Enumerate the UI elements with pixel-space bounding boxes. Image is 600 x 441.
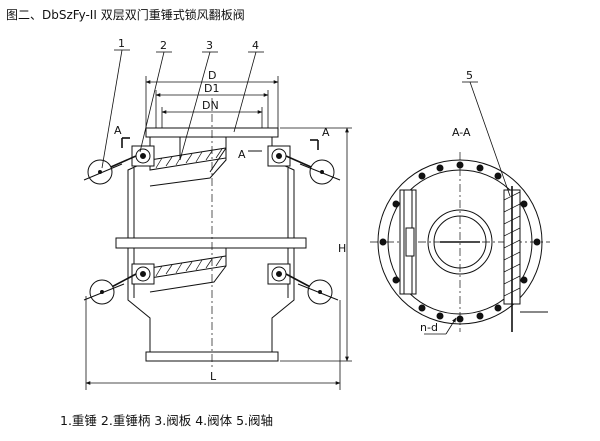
dim-d-label: D: [208, 69, 216, 82]
section-mark-a-right: A: [322, 126, 330, 139]
callout-2-leader: [139, 51, 165, 153]
bolt-holes: [379, 161, 541, 323]
dim-d1-label: D1: [204, 82, 219, 95]
lower-body-left-wall: [127, 248, 151, 352]
dim-h-label: H: [338, 242, 346, 255]
callout-5: 5: [466, 69, 473, 82]
lower-right-bearing: [267, 263, 291, 285]
callout-1: 1: [118, 37, 125, 50]
section-title: A-A: [452, 126, 471, 139]
lower-body-right-wall: [271, 248, 295, 352]
callout-3-leader: [179, 51, 211, 161]
lower-left-bearing: [131, 263, 155, 285]
front-view: D D1 DN H L A A A 1 2 3 4: [83, 37, 352, 390]
callout-4: 4: [252, 39, 259, 52]
middle-flange: [115, 237, 307, 249]
callout-4-leader: [233, 51, 257, 133]
lower-right-counterweight: [297, 279, 339, 305]
callout-2: 2: [160, 39, 167, 52]
section-mark-a-small: A: [238, 148, 246, 161]
dim-nd-label: n-d: [420, 321, 438, 334]
inner-bore: [427, 209, 493, 275]
callout-1-leader: [101, 49, 123, 169]
upper-left-counterweight: [83, 159, 123, 185]
lower-left-counterweight: [83, 279, 125, 305]
section-mark-a-left: A: [114, 124, 122, 137]
upper-right-counterweight: [299, 159, 341, 185]
diagram-title: 图二、DbSzFy-II 双层双门重锤式锁风翻板阀: [6, 8, 245, 22]
parts-legend: 1.重锤 2.重锤柄 3.阀板 4.阀体 5.阀轴: [60, 413, 274, 428]
upper-left-bearing: [131, 145, 155, 167]
callout-5-leader: [469, 81, 511, 197]
section-view: A-A: [370, 69, 550, 335]
dim-dn-label: DN: [202, 99, 219, 112]
dim-l-label: L: [210, 370, 217, 383]
callout-3: 3: [206, 39, 213, 52]
upper-right-bearing: [267, 145, 291, 167]
